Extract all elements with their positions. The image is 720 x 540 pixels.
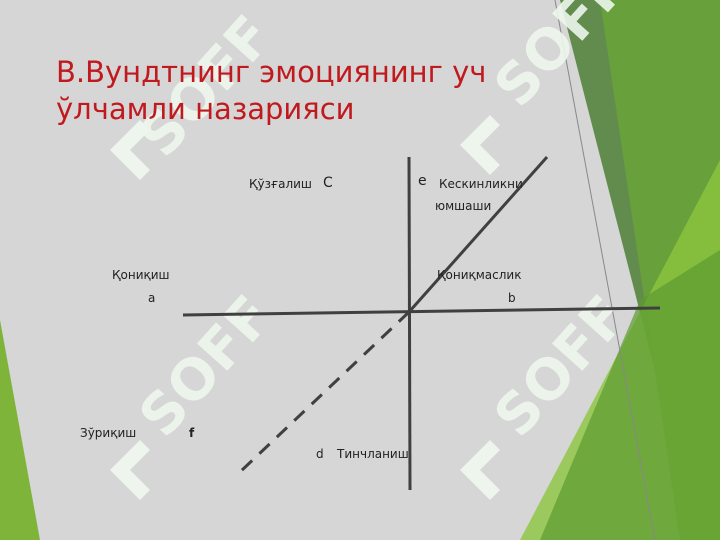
watermark-icon xyxy=(110,115,500,500)
title-line-2: ўлчамли назарияси xyxy=(56,92,355,126)
label-kuzgalish: Қўзғалиш xyxy=(249,177,312,191)
label-keskinlikni: Кескинликни xyxy=(439,177,523,191)
green-shape-bottom xyxy=(540,250,720,540)
green-shape-left xyxy=(0,320,40,540)
diagonal-axis-solid xyxy=(407,156,549,313)
watermark-text-3: SOFF xyxy=(127,284,285,450)
label-tinchlanish: Тинчланиш xyxy=(337,447,409,461)
label-b: b xyxy=(508,291,516,305)
diagonal-axis-dashed xyxy=(238,310,411,474)
label-a: а xyxy=(148,291,156,305)
vertical-axis xyxy=(407,156,412,491)
title-line-1: В.Вундтнинг эмоциянинг уч xyxy=(56,55,487,89)
label-yumshashi: юмшаши xyxy=(435,199,492,213)
label-zuriqish: Зўриқиш xyxy=(80,426,137,440)
label-qoniqmaslik: Қониқмаслик xyxy=(437,268,522,282)
label-e: е xyxy=(418,173,427,189)
label-c: С xyxy=(323,175,333,191)
label-f: f xyxy=(189,426,195,440)
thin-diagonal xyxy=(554,0,656,540)
slide-title: В.Вундтнинг эмоциянинг уч ўлчамли назари… xyxy=(56,54,576,128)
label-qoniqish: Қониқиш xyxy=(112,268,170,282)
horizontal-axis xyxy=(182,306,661,317)
label-d: d xyxy=(316,447,324,461)
